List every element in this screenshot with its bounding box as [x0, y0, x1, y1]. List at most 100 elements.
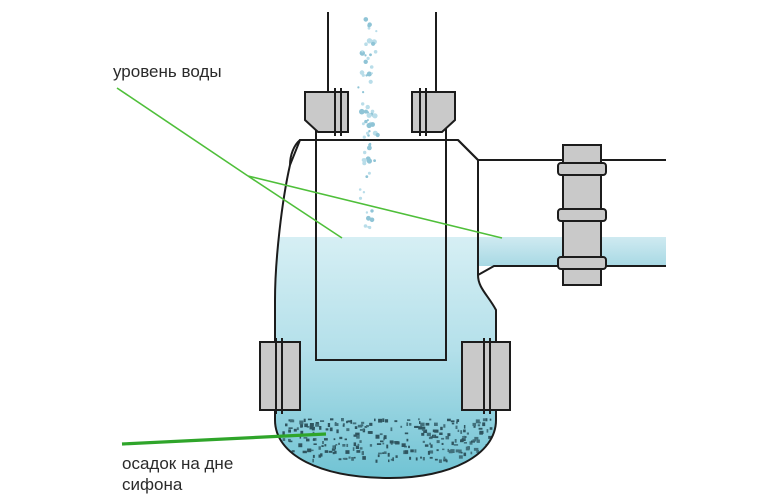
water-droplet: [366, 119, 369, 122]
sediment-speck: [303, 418, 306, 423]
sediment-speck: [422, 440, 425, 443]
sediment-speck: [479, 431, 483, 435]
water-droplet: [368, 225, 372, 230]
sediment-speck: [414, 425, 419, 428]
sediment-speck: [456, 421, 458, 424]
sediment-speck: [342, 423, 345, 426]
sediment-speck: [457, 429, 460, 432]
sediment-speck: [476, 439, 480, 443]
sediment-speck: [379, 433, 383, 436]
sediment-speck: [450, 420, 455, 423]
sediment-speck: [315, 422, 319, 425]
water-droplet: [369, 217, 375, 223]
water-droplet: [357, 86, 360, 89]
sediment-speck: [311, 449, 314, 452]
sediment-speck: [382, 452, 385, 454]
sediment-speck: [427, 450, 430, 455]
water-droplet: [369, 53, 372, 57]
sediment-speck: [378, 452, 382, 455]
sediment-speck: [375, 434, 380, 439]
sediment-speck: [341, 418, 344, 422]
sediment-speck: [350, 419, 353, 424]
sediment-speck: [471, 440, 475, 443]
sediment-speck: [455, 449, 460, 453]
sediment-speck: [473, 447, 479, 451]
water-droplet: [361, 122, 365, 126]
sediment-speck: [406, 422, 409, 426]
water-droplet: [366, 215, 371, 221]
water-level-label: уровень воды: [113, 62, 222, 81]
water-droplet: [361, 50, 364, 53]
right-lower-clamp: [461, 338, 511, 414]
sediment-speck: [364, 426, 368, 428]
left-lower-clamp: [259, 338, 301, 414]
water-droplet: [365, 104, 370, 110]
sediment-speck: [315, 424, 318, 427]
sediment-speck: [482, 451, 488, 454]
sediment-speck: [476, 450, 479, 453]
sediment-speck: [463, 442, 467, 444]
sediment-speck: [462, 436, 465, 438]
sediment-speck: [362, 456, 366, 460]
sediment-speck: [303, 437, 308, 439]
water-droplet: [358, 188, 362, 191]
water-droplet: [362, 158, 367, 163]
sediment-speck: [351, 457, 354, 461]
sediment-speck: [424, 444, 429, 447]
water-droplet: [363, 17, 369, 22]
sediment-speck: [380, 440, 384, 443]
sediment-leader: [121, 432, 327, 446]
sediment-speck: [374, 418, 376, 422]
sediment-speck: [318, 454, 322, 458]
sediment-speck: [344, 438, 347, 441]
water-droplet: [361, 73, 365, 77]
sediment-label-line1: осадок на дне: [122, 454, 234, 473]
sediment-speck: [384, 419, 389, 423]
sediment-speck: [404, 432, 409, 435]
sediment-speck: [346, 428, 350, 432]
outlet-pipe-outline: [457, 139, 666, 276]
sediment-speck: [443, 424, 446, 428]
sediment-speck: [409, 456, 412, 460]
sediment-speck: [433, 435, 436, 438]
sediment-speck: [442, 448, 445, 451]
water-droplet: [362, 91, 365, 94]
sediment-speck: [334, 450, 337, 454]
water-droplet: [358, 196, 363, 200]
water-droplet: [363, 59, 368, 64]
sediment-speck: [383, 451, 387, 454]
sediment-speck: [429, 442, 431, 445]
sediment-speck: [356, 435, 360, 439]
sediment-speck: [328, 450, 333, 453]
sediment-speck: [447, 433, 451, 437]
sediment-speck: [486, 429, 489, 433]
sediment-speck: [404, 450, 409, 454]
sediment-speck: [453, 444, 459, 446]
sediment-speck: [438, 459, 442, 463]
sediment-speck: [419, 421, 421, 424]
sediment-speck: [478, 427, 483, 430]
sediment-speck: [434, 458, 438, 461]
water-droplet: [365, 175, 369, 179]
sediment-speck: [456, 419, 460, 422]
water-droplet: [364, 119, 368, 124]
water-droplet: [368, 142, 372, 146]
sediment-speck: [282, 438, 286, 441]
water-droplet: [367, 171, 371, 175]
sediment-speck: [334, 423, 339, 426]
sediment-speck: [300, 423, 303, 428]
sediment-speck: [338, 458, 342, 461]
sediment-speck: [332, 451, 335, 455]
sediment-speck: [352, 447, 355, 451]
sediment-speck: [418, 426, 423, 430]
sediment-speck: [345, 450, 350, 454]
sediment-speck: [348, 456, 351, 459]
sediment-speck: [312, 431, 315, 435]
sediment-speck: [488, 452, 491, 456]
water-droplet: [375, 132, 380, 138]
right-collar-nut: [411, 88, 456, 136]
sediment-speck: [432, 429, 438, 433]
inner-tube: [315, 128, 447, 361]
sediment-speck: [296, 427, 299, 431]
sediment-speck: [302, 450, 307, 454]
